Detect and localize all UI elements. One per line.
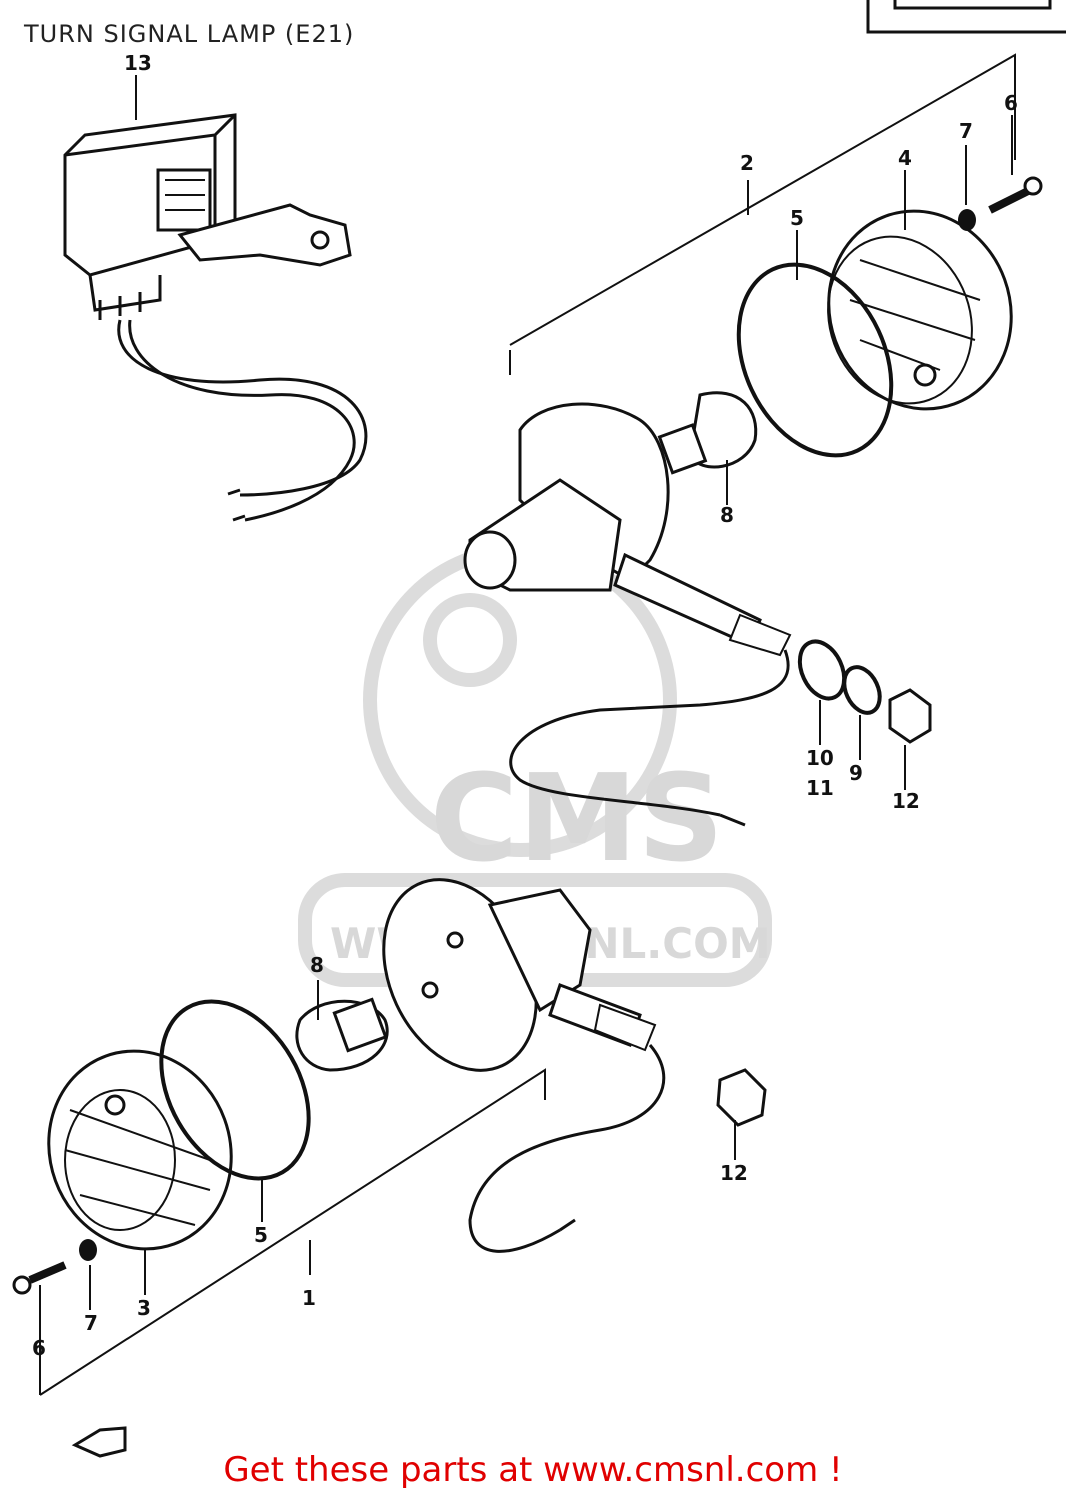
flasher-wire [117,319,368,522]
assembly-bracket-upper [509,53,1016,375]
nut-upper [888,688,932,744]
frame-corner [866,0,1066,34]
callout-9: 9 [849,761,863,785]
callout-2: 2 [740,151,754,175]
callout-4: 4 [898,146,912,170]
callout-7-upper: 7 [959,119,973,143]
callout-12-lower: 12 [720,1161,748,1185]
bulb-upper [657,391,758,475]
nut-lower [716,1068,767,1127]
callout-7-lower: 7 [84,1311,98,1335]
lens-upper [827,209,1013,411]
lens-lower [47,1049,233,1251]
callout-5-upper: 5 [790,206,804,230]
callout-8-lower: 8 [310,953,324,977]
front-arrow-icon [71,1426,127,1458]
callout-13: 13 [124,51,152,75]
wire-lower [468,1044,666,1253]
housing-lower [382,878,657,1072]
gasket-upper [736,262,894,458]
callout-8-upper: 8 [720,503,734,527]
flasher-relay [63,113,352,320]
callout-1: 1 [302,1286,316,1310]
callout-10: 10 [806,746,834,770]
washer-9 [842,665,882,715]
washer-10 [797,639,847,701]
leader-lines [89,75,1013,1310]
housing-upper [463,402,792,657]
gasket-lower [159,999,311,1181]
callout-11: 11 [806,776,834,800]
callout-12-upper: 12 [892,789,920,813]
washer-upper [958,209,976,231]
callout-6-upper: 6 [1004,91,1018,115]
callout-3: 3 [137,1296,151,1320]
screw-lower [12,1261,67,1295]
callout-6-lower: 6 [32,1336,46,1360]
wire-upper [509,649,790,827]
watermark-brand: CMS [430,750,724,889]
bulb-lower [295,997,389,1072]
screw-upper [988,176,1043,214]
callout-5-lower: 5 [254,1223,268,1247]
footer-link[interactable]: Get these parts at www.cmsnl.com ! [223,1450,843,1490]
assembly-bracket-lower [39,1068,546,1396]
washer-lower [79,1239,97,1261]
diagram-title: TURN SIGNAL LAMP (E21) [24,20,355,48]
